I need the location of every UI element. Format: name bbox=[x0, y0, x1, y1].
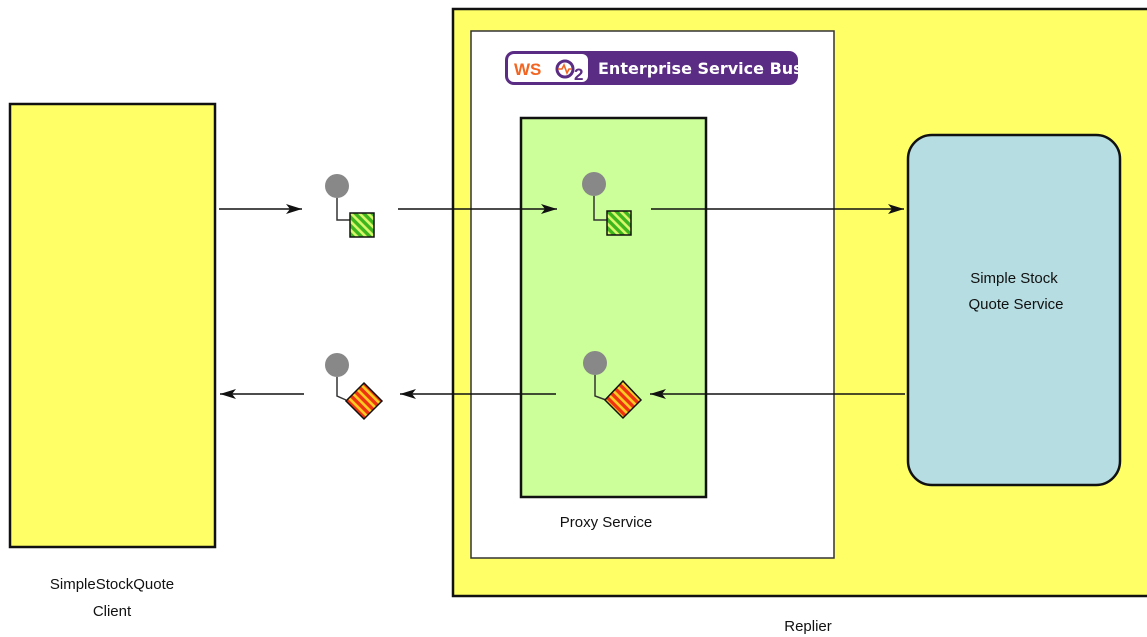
green-hatched-square-icon bbox=[349, 212, 375, 238]
wso2-logo-two: 2 bbox=[574, 65, 583, 84]
red-striped-diamond-icon bbox=[344, 381, 384, 421]
esb-brand-title: Enterprise Service Bus bbox=[598, 59, 803, 78]
endpoint-circle-icon bbox=[582, 172, 606, 196]
stock-quote-service-label-line2: Quote Service bbox=[968, 296, 1063, 313]
proxy-service-label: Proxy Service bbox=[560, 514, 653, 531]
stock-quote-service-label-line1: Simple Stock bbox=[970, 270, 1058, 287]
proxy-service-box bbox=[519, 116, 708, 499]
proxy-request-message-icon bbox=[582, 172, 632, 236]
client-label-line2: Client bbox=[93, 603, 132, 620]
response-message-icon bbox=[325, 353, 384, 421]
green-hatched-square-icon bbox=[606, 210, 632, 236]
wso2-esb-logo: WS 2 Enterprise Service Bus bbox=[505, 51, 803, 85]
replier-label: Replier bbox=[784, 618, 832, 635]
request-message-icon bbox=[325, 174, 375, 238]
endpoint-circle-icon bbox=[325, 353, 349, 377]
client-label-line1: SimpleStockQuote bbox=[50, 576, 174, 593]
red-striped-diamond-icon bbox=[603, 379, 643, 420]
endpoint-circle-icon bbox=[325, 174, 349, 198]
endpoint-circle-icon bbox=[583, 351, 607, 375]
wso2-logo-o-icon bbox=[555, 59, 575, 79]
wso2-logo-ws: WS bbox=[514, 60, 541, 79]
client-box bbox=[8, 102, 217, 549]
proxy-response-message-icon bbox=[583, 351, 643, 420]
stock-quote-service-box bbox=[906, 133, 1122, 487]
